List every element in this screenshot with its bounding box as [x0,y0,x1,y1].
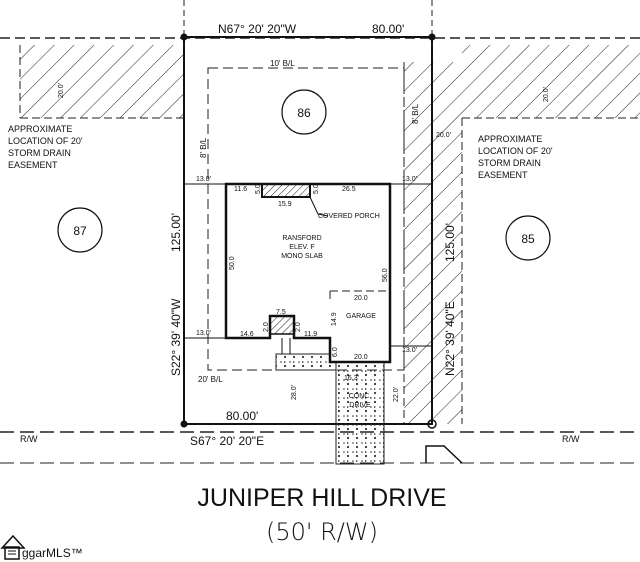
driveway [335,353,385,465]
building-setback [207,67,405,371]
top-bearing: N67° 20' 20"W [218,22,297,36]
porch-label: COVERED PORCH [318,213,380,220]
svg-text:2.0: 2.0 [263,322,270,332]
mls-watermark: ggarMLS™ [22,546,83,560]
svg-text:EASEMENT: EASEMENT [478,170,528,180]
svg-text:26.5: 26.5 [342,186,356,193]
bottom-distance: 80.00' [226,409,258,423]
right-distance: 125.00' [443,223,457,262]
drive-label-2: DRIVE [349,402,371,409]
svg-text:11.6: 11.6 [234,186,247,193]
svg-text:STORM DRAIN: STORM DRAIN [478,158,541,168]
svg-text:APPROXIMATE: APPROXIMATE [478,134,542,144]
svg-text:13.0': 13.0' [196,176,211,183]
lot-number: 86 [297,106,311,120]
svg-text:LOCATION OF 20': LOCATION OF 20' [478,146,553,156]
svg-text:20.0: 20.0 [354,354,368,361]
svg-text:13.0': 13.0' [196,330,211,337]
front-stoop [269,315,295,335]
mls-logo-icon [0,534,26,560]
svg-text:22.0': 22.0' [393,387,400,402]
easement-note-right: APPROXIMATE LOCATION OF 20' STORM DRAIN … [478,134,553,180]
side-setback-right: 8' B/L [411,103,420,124]
svg-text:13.0': 13.0' [402,347,417,354]
right-bearing: N22° 39' 40"E [443,301,457,376]
svg-text:ELEV. F: ELEV. F [289,244,314,251]
svg-text:MONO SLAB: MONO SLAB [281,253,323,260]
easement-right-top [462,45,640,118]
svg-text:RANSFORD: RANSFORD [282,235,321,242]
house-label: RANSFORD ELEV. F MONO SLAB [281,235,323,260]
drive-label-1: CONC. [349,393,372,400]
easement-left [20,45,184,118]
svg-text:7.5: 7.5 [276,309,286,316]
svg-text:15.9: 15.9 [278,201,292,208]
svg-text:EASEMENT: EASEMENT [8,160,58,170]
lot-number-right: 85 [521,232,535,246]
street-name: JUNIPER HILL DRIVE [197,484,446,512]
svg-text:20.0: 20.0 [354,295,368,302]
bottom-bearing: S67° 20' 20"E [190,434,264,448]
svg-text:2.0: 2.0 [295,322,302,332]
rw-left: R/W [20,434,38,444]
svg-text:APPROXIMATE: APPROXIMATE [8,124,72,134]
house-footprint [224,182,392,364]
svg-text:28.0': 28.0' [291,385,298,400]
svg-text:5.0: 5.0 [313,184,320,194]
left-distance: 125.00' [169,213,183,252]
side-setback-left: 8' B/L [199,137,208,158]
svg-text:LOCATION OF 20': LOCATION OF 20' [8,136,83,146]
rw-right: R/W [562,434,580,444]
svg-text:6.0: 6.0 [332,347,339,357]
svg-text:5.0: 5.0 [255,184,262,194]
covered-porch [261,183,311,198]
svg-text:11.9: 11.9 [304,331,317,338]
easement-note-left: APPROXIMATE LOCATION OF 20' STORM DRAIN … [8,124,83,170]
left-bearing: S22° 39' 40"W [169,298,183,376]
easement-width-left: 20.0' [58,83,65,98]
svg-text:STORM DRAIN: STORM DRAIN [8,148,71,158]
svg-text:14.6: 14.6 [240,331,254,338]
svg-text:13.0': 13.0' [402,176,417,183]
front-setback: 20' B/L [198,375,223,384]
easement-width-right: 20.0' [543,87,550,102]
street-rw: (50' R/W) [266,518,378,546]
svg-text:14.9: 14.9 [331,312,338,326]
top-distance: 80.00' [372,22,404,36]
svg-text:56.0: 56.0 [382,268,389,282]
svg-text:16.3': 16.3' [344,375,359,382]
lot-boundary [183,36,433,425]
easement-right-offset: 20.0' [436,132,451,139]
lot-number-left: 87 [73,224,87,238]
rear-setback: 10' B/L [270,59,295,68]
svg-text:50.0: 50.0 [229,256,236,270]
dimensions: 13.0' 13.0' 13.0' 13.0' 11.6 5.0 5.0 26.… [196,176,417,402]
garage-label: GARAGE [346,313,376,320]
